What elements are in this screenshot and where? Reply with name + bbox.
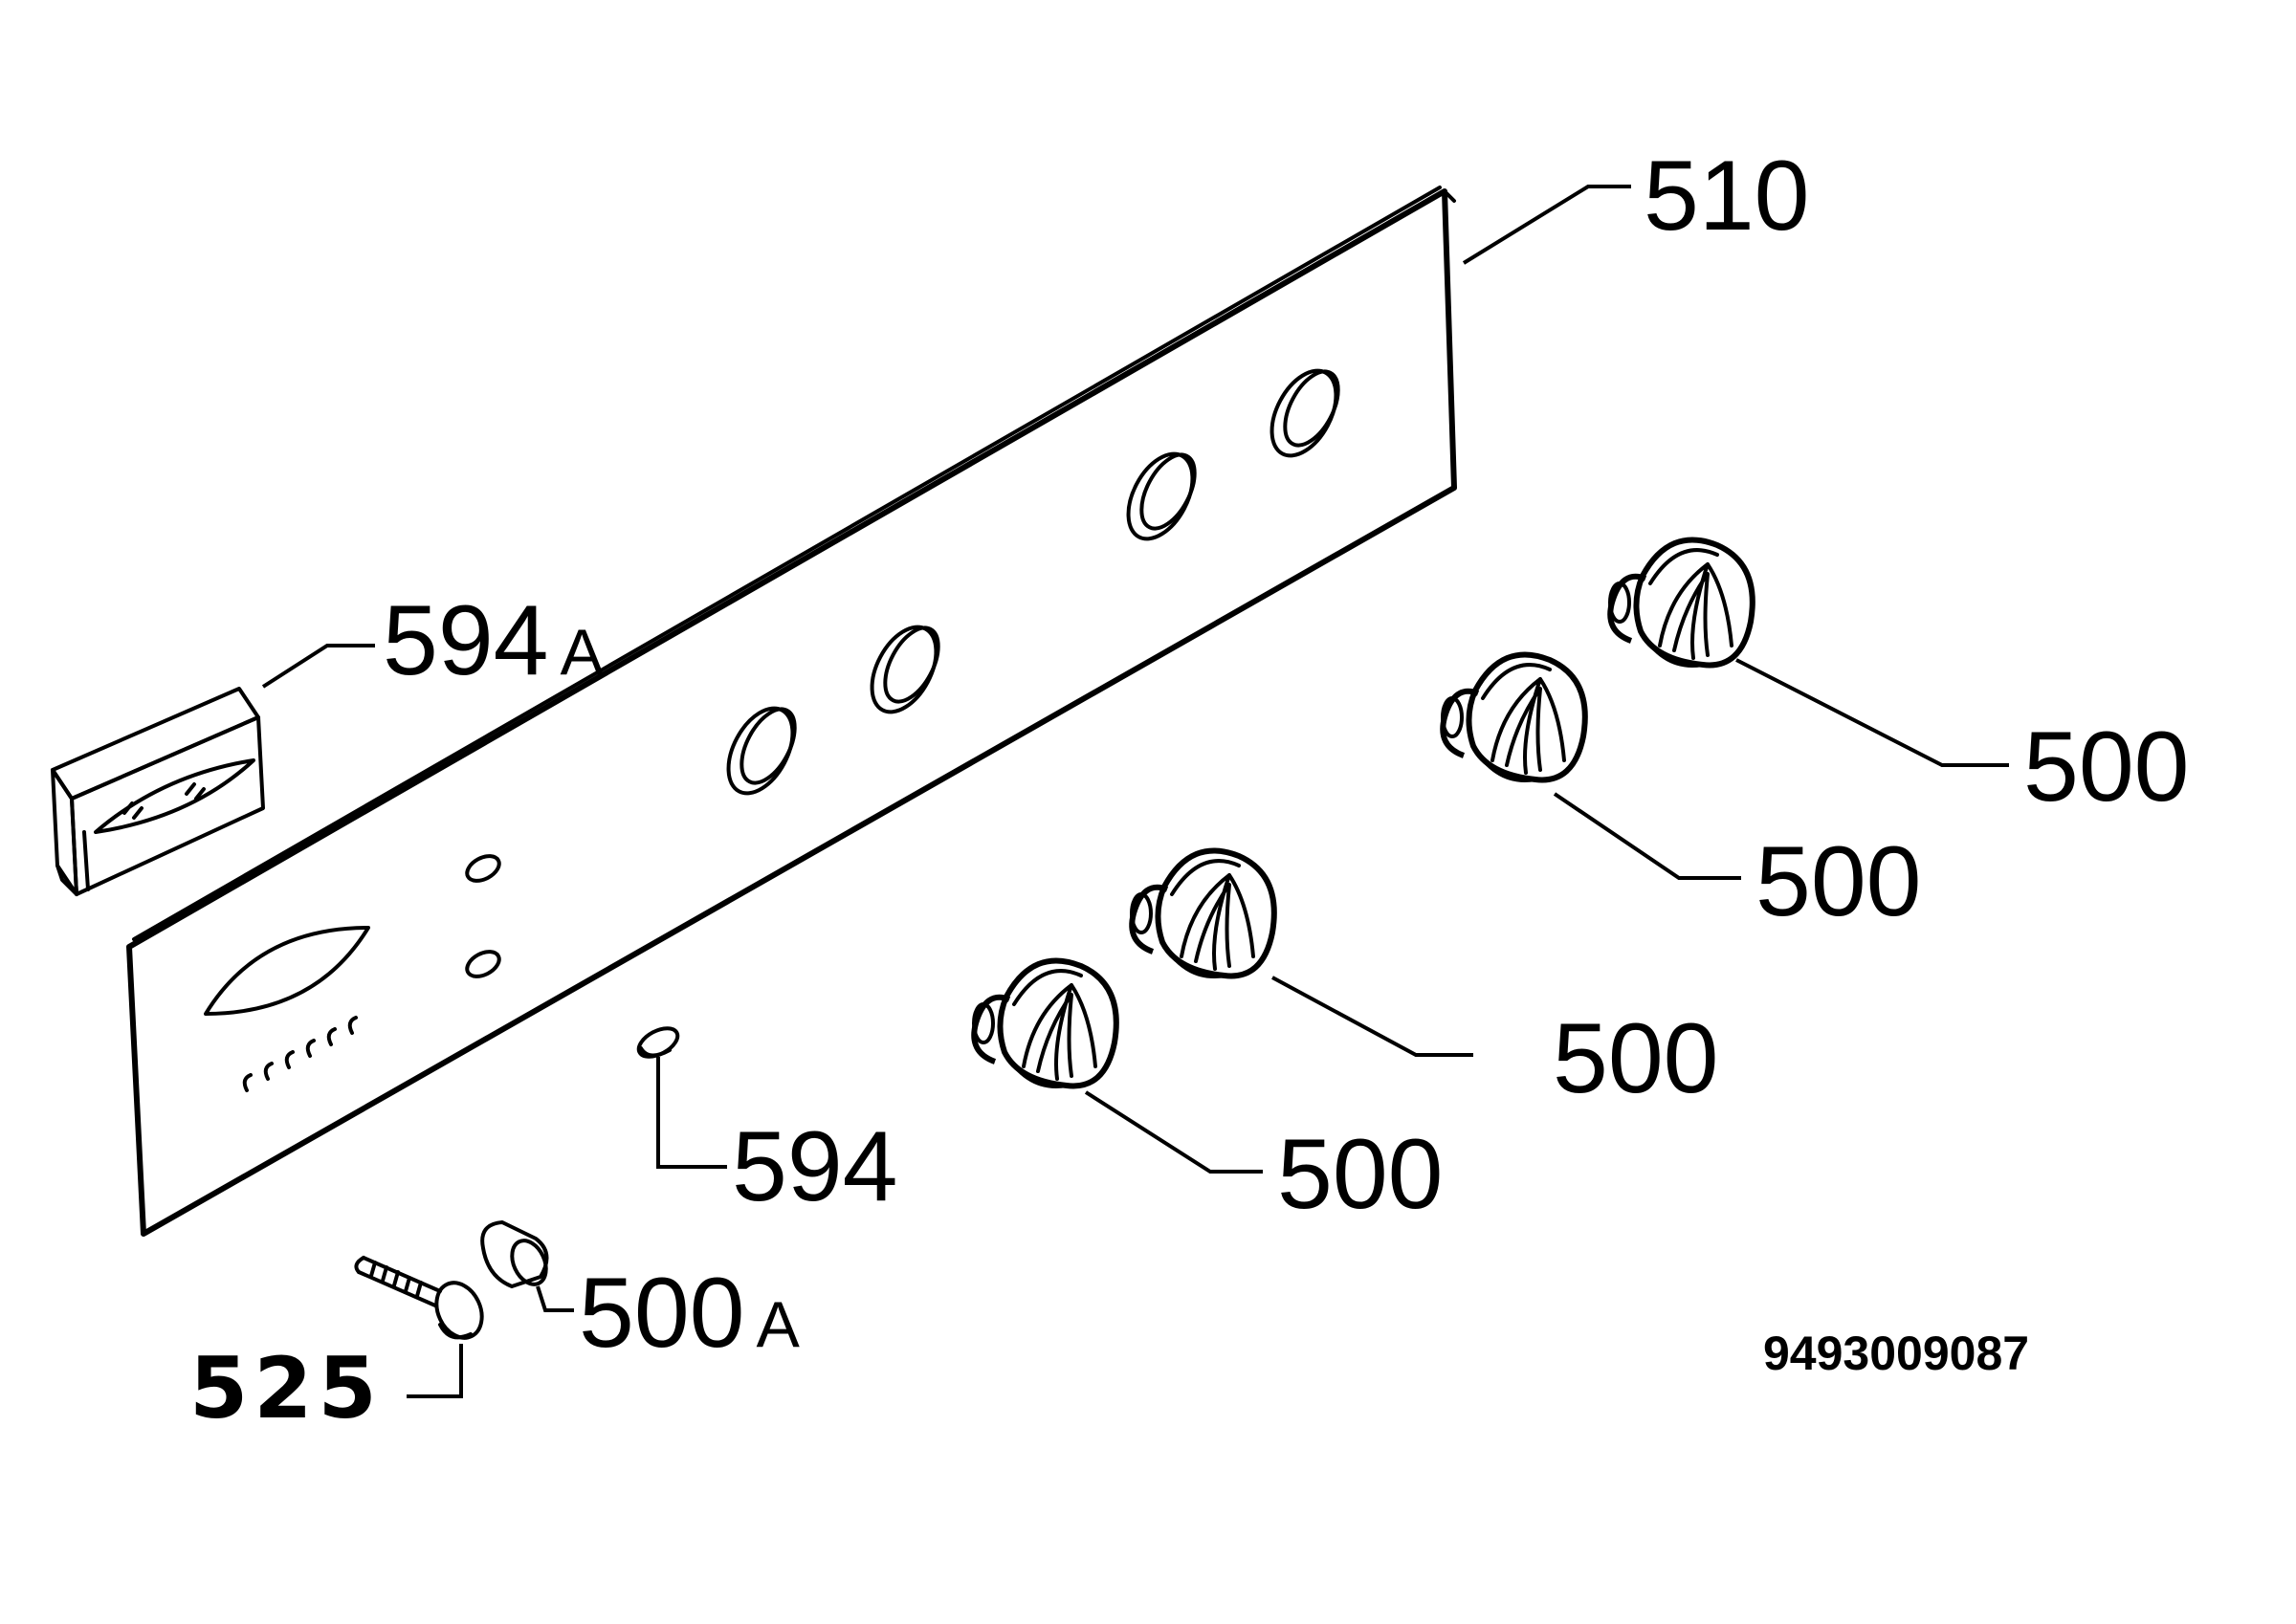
control-panel	[126, 186, 1457, 1237]
leader-knob-4	[1735, 658, 2009, 767]
drawing-number: 9493009087	[1763, 1327, 2029, 1380]
knob-hole-4	[1269, 368, 1340, 458]
label-trim-strip-number: 594	[383, 585, 549, 696]
label-spindle-cap-suffix: A	[757, 1288, 801, 1361]
indicator-lens	[636, 1026, 680, 1059]
leader-indicator	[656, 1057, 727, 1169]
knob-3	[1440, 651, 1588, 783]
label-screw: 525	[189, 1339, 383, 1437]
spindle-cap	[480, 1220, 549, 1288]
label-knob-2: 500	[1553, 1003, 1719, 1114]
leader-trim-strip	[261, 644, 375, 689]
leader-knob-2	[1271, 976, 1473, 1057]
knob-2	[1129, 847, 1277, 979]
label-panel: 510	[1644, 141, 1810, 252]
leader-knob-3	[1553, 792, 1741, 880]
lamp-hole-2	[465, 950, 501, 978]
display-window-outline	[204, 926, 370, 1016]
trim-strip	[51, 687, 265, 896]
lamp-hole-1	[465, 854, 501, 883]
label-spindle-cap-number: 500	[579, 1258, 745, 1369]
knob-hole-3	[1126, 451, 1197, 541]
label-indicator: 594	[732, 1111, 898, 1222]
knob-hole-1	[726, 706, 797, 796]
label-knob-3: 500	[1755, 826, 1922, 937]
screw	[354, 1256, 484, 1340]
leader-spindle-cap	[536, 1285, 574, 1312]
knob-4	[1607, 537, 1755, 669]
indicator-dots	[242, 1016, 358, 1092]
label-knob-1: 500	[1277, 1119, 1444, 1230]
leader-screw	[407, 1344, 463, 1398]
knob-hole-2	[870, 625, 940, 714]
label-trim-strip-suffix: A	[561, 616, 605, 689]
leader-panel	[1462, 185, 1631, 265]
label-knob-4: 500	[2023, 712, 2190, 823]
knob-1	[971, 957, 1119, 1089]
leader-knob-1	[1084, 1090, 1263, 1174]
